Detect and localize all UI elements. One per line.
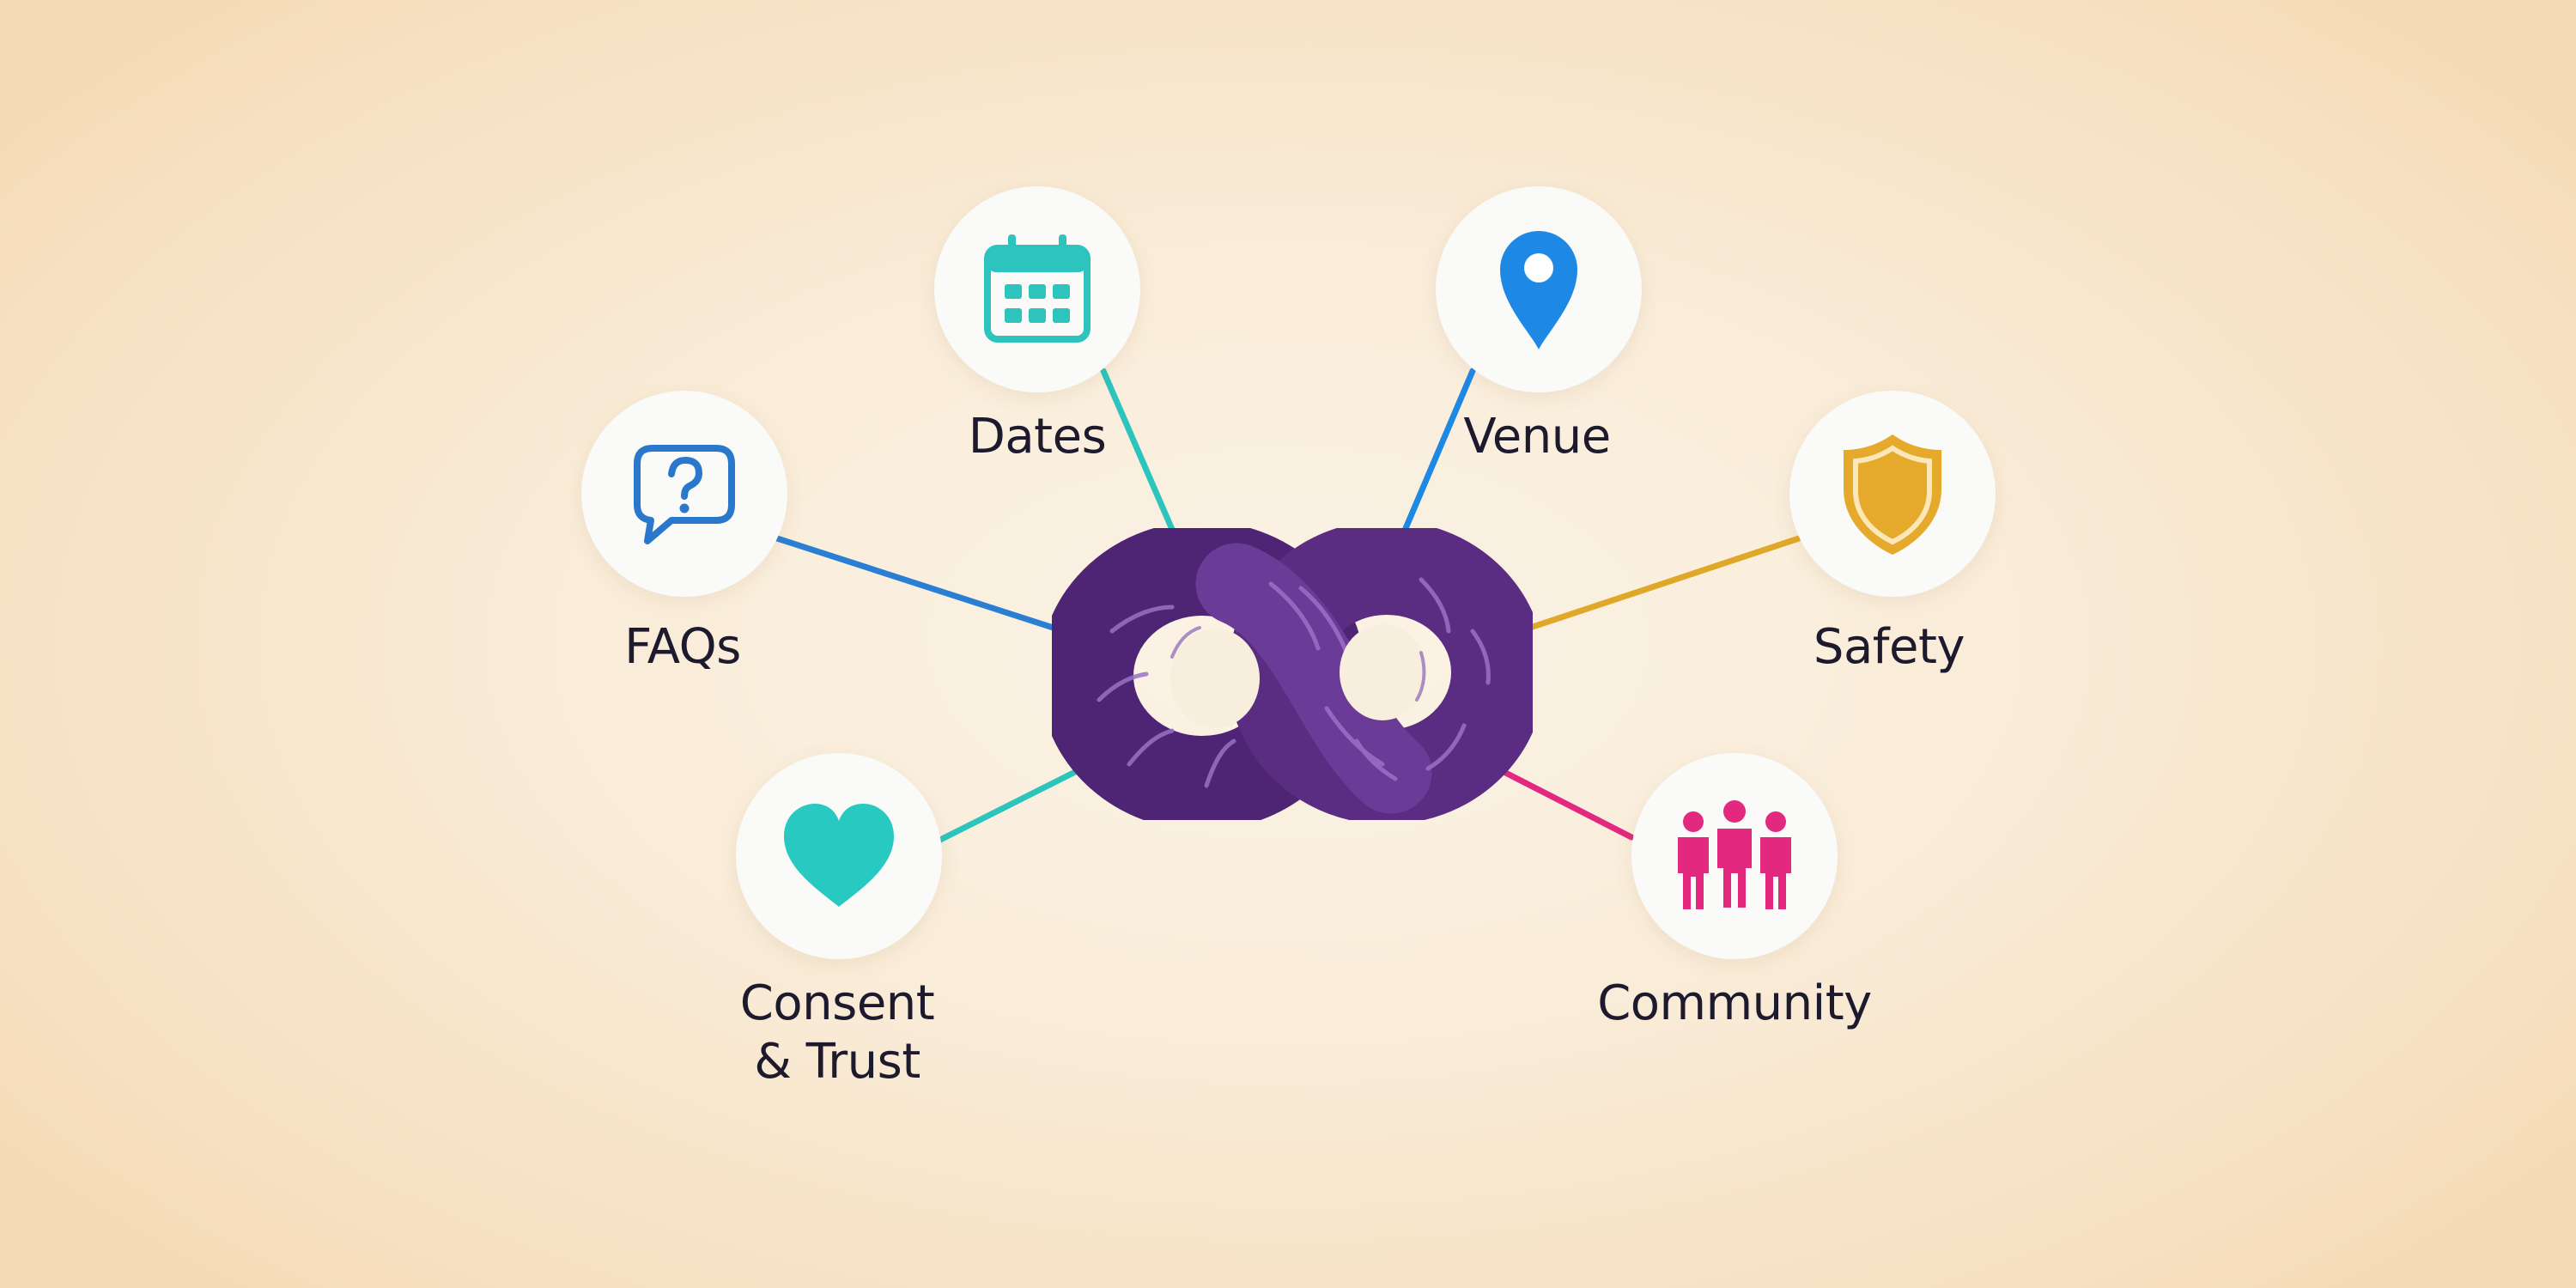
connector-faqs [774,535,1072,636]
connector-community [1482,759,1635,841]
dates-label: Dates [968,409,1107,465]
heart-icon [784,804,894,907]
community-node[interactable] [1631,753,1838,959]
consent-trust-node[interactable] [736,753,942,959]
connector-dates [1100,368,1180,543]
map-pin-icon [1500,231,1577,349]
infinity-knot-icon [1052,528,1533,820]
question-bubble-icon [634,445,735,544]
venue-node[interactable] [1436,186,1642,392]
faqs-label: FAQs [624,619,741,675]
shield-icon [1844,434,1941,555]
faqs-node[interactable] [581,391,787,597]
venue-label: Venue [1463,409,1611,465]
connector-consent [937,761,1094,843]
safety-label: Safety [1813,619,1965,675]
connector-venue [1400,368,1476,536]
connector-safety [1516,535,1802,635]
calendar-icon [984,234,1091,343]
safety-node[interactable] [1789,391,1996,597]
consent-trust-label: Consent & Trust [739,975,935,1090]
dates-node[interactable] [934,186,1140,392]
people-icon [1678,800,1791,909]
community-label: Community [1597,975,1872,1031]
